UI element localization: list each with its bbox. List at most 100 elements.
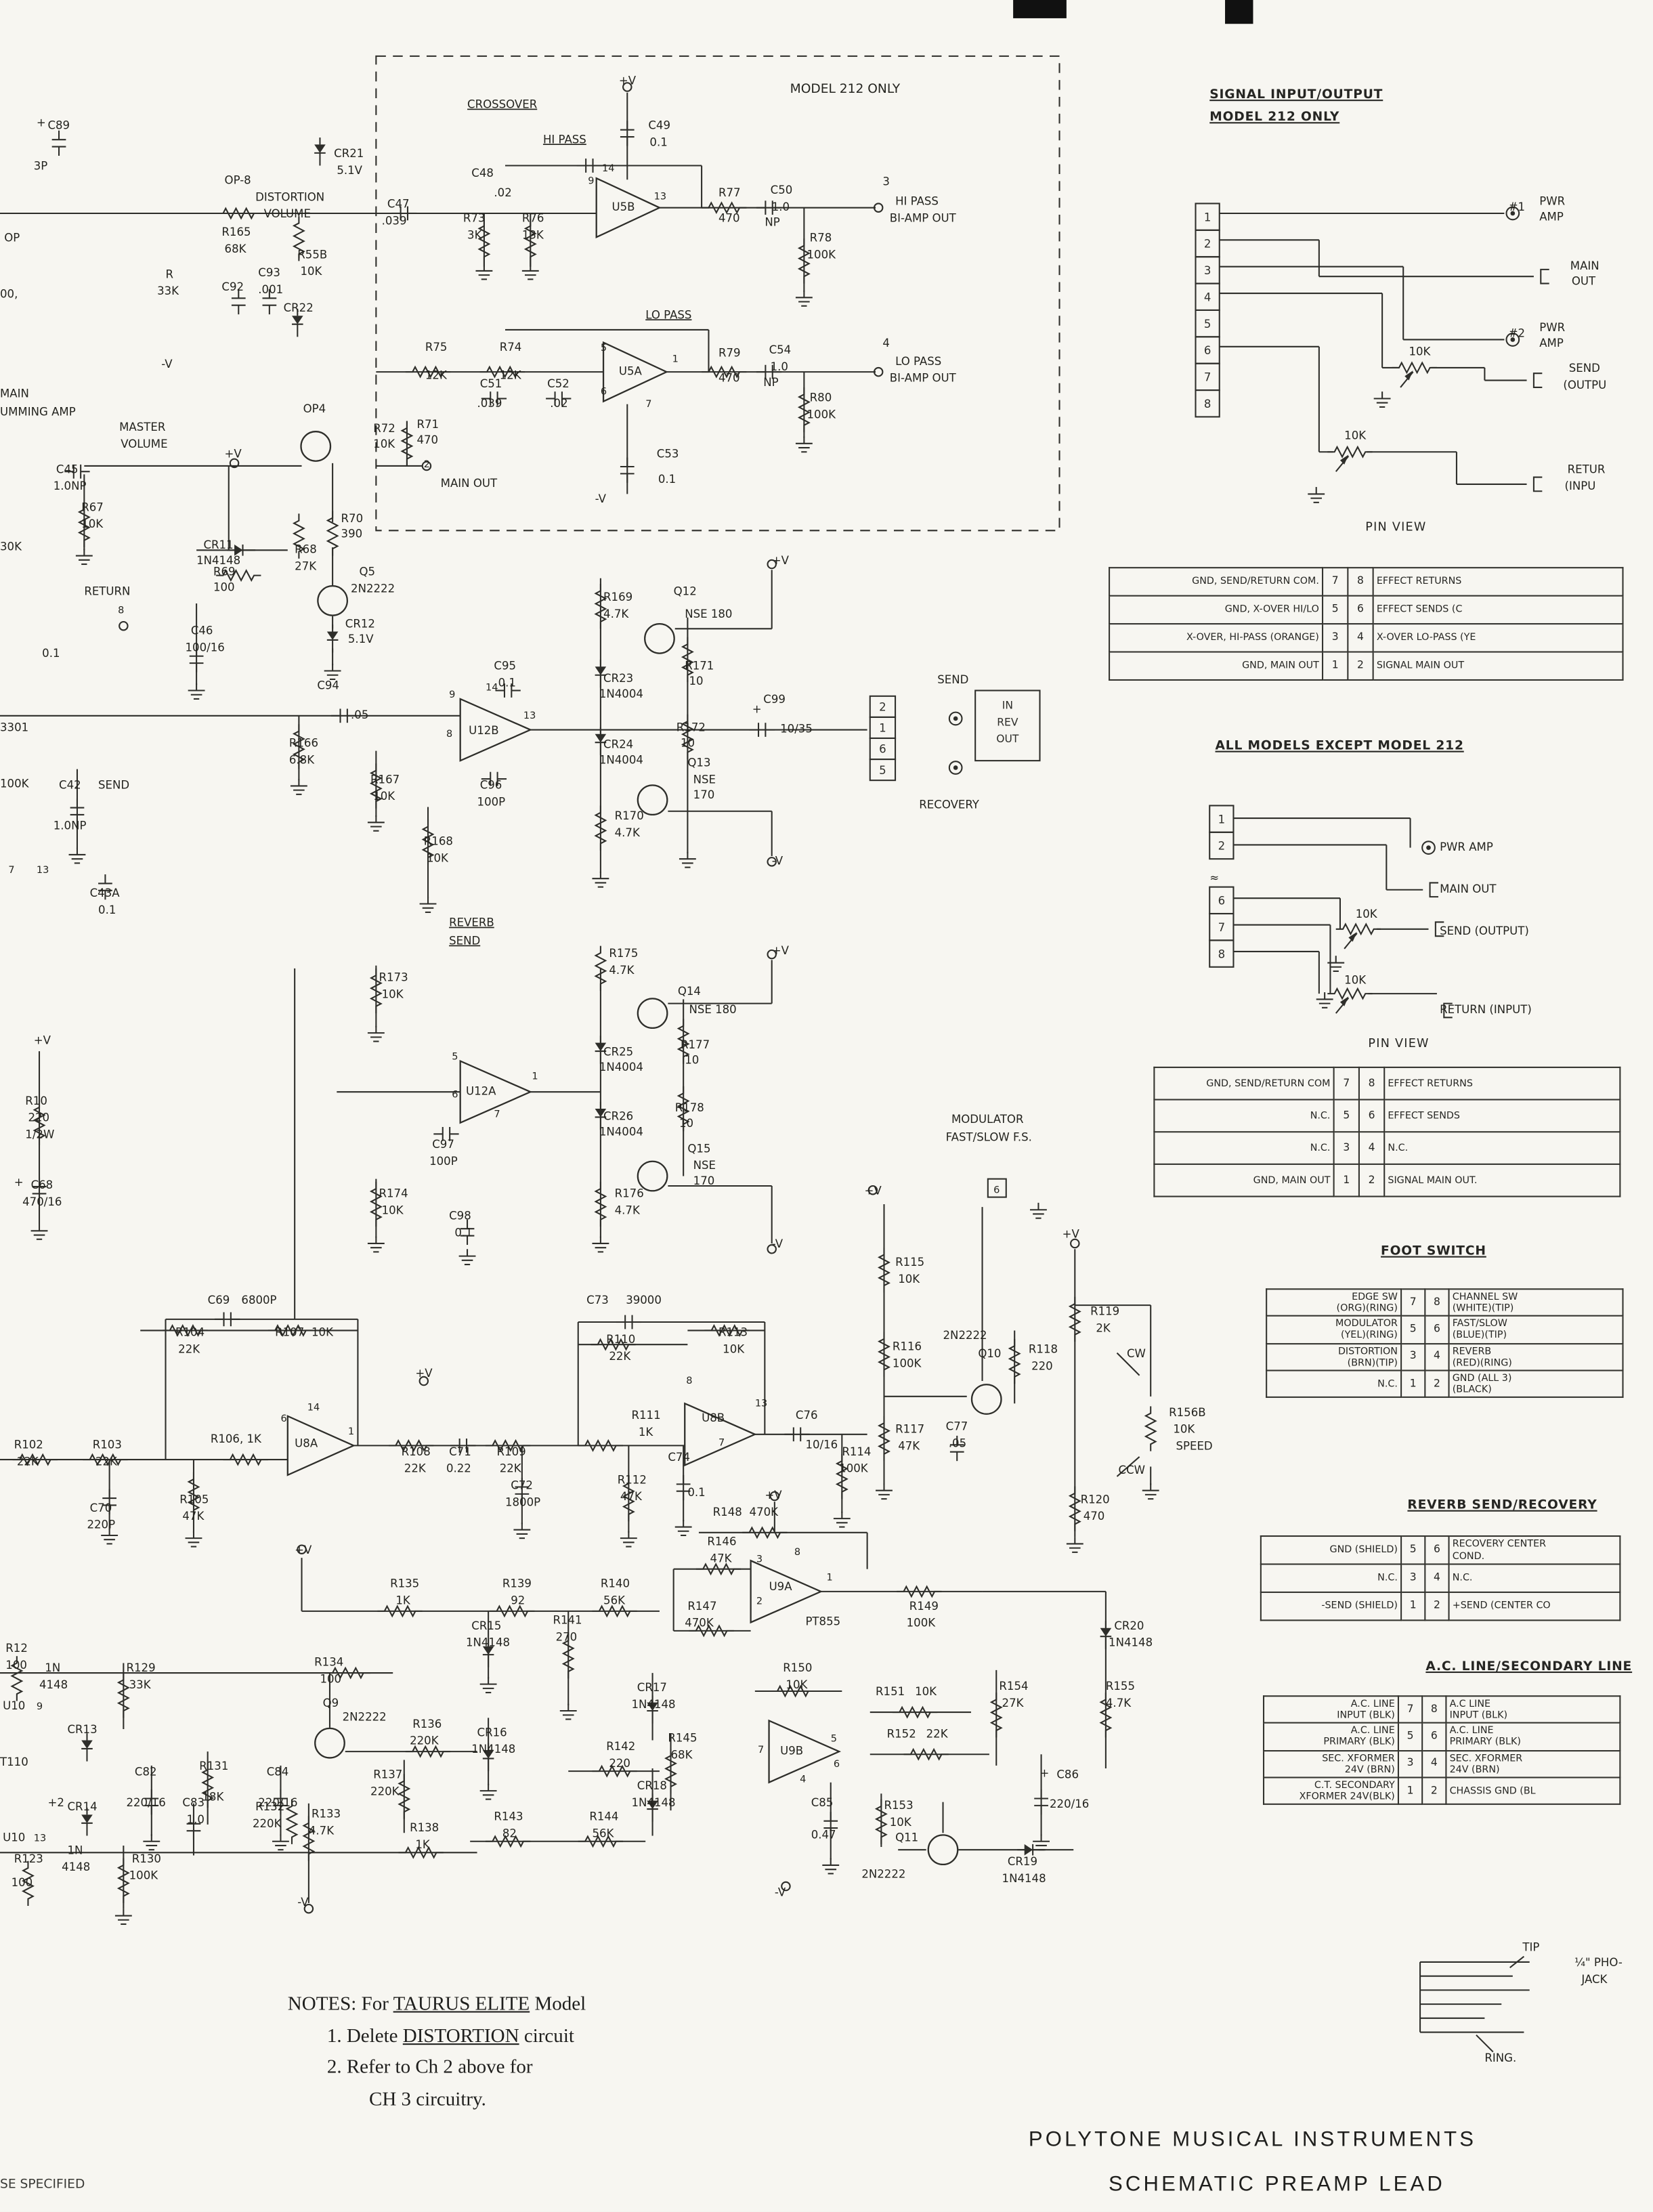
schematic-label: 100K bbox=[907, 1617, 937, 1630]
schematic-label: 68K bbox=[671, 1748, 693, 1761]
resistor-symbol bbox=[369, 968, 383, 1014]
schematic-label: OP-8 bbox=[225, 173, 251, 186]
schematic-label: C97 bbox=[432, 1138, 454, 1151]
schematic-label: R149 bbox=[909, 1600, 939, 1613]
schematic-label: R167 bbox=[370, 773, 400, 786]
resistor-symbol bbox=[989, 1693, 1003, 1738]
schematic-label: 4.7K bbox=[609, 964, 635, 977]
signal-io-subtitle: MODEL 212 ONLY bbox=[1209, 110, 1340, 125]
schematic-label: R147 bbox=[687, 1600, 716, 1613]
schematic-label: AMP bbox=[1539, 337, 1564, 349]
signal-label-cell: CHANNEL SW (WHITE)(TIP) bbox=[1448, 1288, 1624, 1317]
schematic-label: C53 bbox=[657, 448, 679, 461]
schematic-label: R120 bbox=[1081, 1493, 1110, 1506]
schematic-label: R130 bbox=[132, 1852, 161, 1865]
signal-label-cell: C.T. SECONDARY XFORMER 24V(BLK) bbox=[1262, 1777, 1399, 1806]
schematic-label: CR25 bbox=[603, 1045, 633, 1058]
schematic-label: .05 bbox=[949, 1437, 966, 1449]
schematic-label: 3P bbox=[34, 160, 48, 173]
schematic-label: 1N4004 bbox=[599, 687, 643, 700]
schematic-label: C89 bbox=[47, 119, 70, 132]
schematic-label: 2 bbox=[424, 459, 430, 470]
resistor-symbol bbox=[1099, 1693, 1113, 1738]
resistor-symbol bbox=[485, 1835, 531, 1848]
schematic-label: R146 bbox=[707, 1535, 736, 1548]
resistor-symbol bbox=[187, 1472, 200, 1518]
schematic-label: PWR AMP bbox=[1440, 841, 1493, 853]
schematic-label: R67 bbox=[81, 501, 104, 513]
schematic-label: VOLUME bbox=[121, 438, 167, 450]
resistor-symbol bbox=[591, 1338, 636, 1351]
schematic-label: 14 bbox=[486, 683, 498, 694]
connector-pin-number: 6 bbox=[1204, 344, 1211, 357]
connector-pin-number: 1 bbox=[1204, 211, 1211, 224]
schematic-label: MODULATOR bbox=[951, 1113, 1024, 1126]
resistor-symbol bbox=[677, 1086, 690, 1132]
schematic-label: #1 bbox=[1509, 200, 1525, 213]
schematic-label: 13 bbox=[755, 1398, 767, 1409]
schematic-label: + bbox=[1040, 1766, 1050, 1779]
schematic-label: 1 bbox=[827, 1572, 833, 1583]
schematic-label: R170 bbox=[615, 809, 644, 822]
schematic-label: 68K bbox=[225, 242, 247, 255]
signal-label-cell: A.C LINE INPUT (BLK) bbox=[1445, 1695, 1621, 1724]
pot-wiper-arrowhead bbox=[1404, 370, 1413, 381]
pin-number-cell: 5 bbox=[1397, 1722, 1423, 1751]
schematic-label: R114 bbox=[842, 1445, 871, 1458]
resistor-symbol bbox=[702, 201, 747, 215]
schematic-label: 4.7K bbox=[615, 1204, 641, 1216]
wire bbox=[1509, 1955, 1525, 1969]
terminal-circle bbox=[767, 949, 777, 960]
schematic-label: Q13 bbox=[687, 756, 710, 769]
schematic-label: FAST/SLOW F.S. bbox=[946, 1131, 1032, 1144]
schematic-label: 390 bbox=[341, 528, 363, 540]
signal-label-cell: REVERB (RED)(RING) bbox=[1448, 1342, 1624, 1371]
schematic-label: R69 bbox=[213, 566, 236, 578]
diode-symbol bbox=[482, 1646, 494, 1655]
resistor-symbol bbox=[561, 1634, 575, 1679]
schematic-label: R135 bbox=[390, 1577, 419, 1590]
phone-plug-symbol bbox=[1510, 211, 1516, 216]
schematic-label: HI PASS bbox=[543, 133, 586, 146]
schematic-label: 10K bbox=[382, 1204, 404, 1216]
schematic-label: MAIN bbox=[0, 387, 29, 400]
pin-view-label-a: PIN VIEW bbox=[1365, 520, 1427, 535]
signal-label-cell: EFFECT RETURNS bbox=[1383, 1066, 1621, 1101]
terminal-circle bbox=[229, 458, 240, 469]
schematic-label: C51 bbox=[480, 377, 502, 390]
company-title: POLYTONE MUSICAL INSTRUMENTS bbox=[1028, 2127, 1477, 2152]
schematic-label: SEND bbox=[1569, 362, 1600, 375]
notes-line: 1. Delete DISTORTION circuit bbox=[326, 2026, 574, 2047]
schematic-label: BI-AMP OUT bbox=[890, 372, 957, 385]
resistor-symbol bbox=[797, 387, 811, 433]
schematic-label: 4 bbox=[800, 1774, 806, 1785]
schematic-label: 10K bbox=[1344, 974, 1367, 987]
opamp-symbol bbox=[768, 1719, 842, 1784]
schematic-label: 10K bbox=[382, 987, 404, 1000]
schematic-label: 6 bbox=[601, 386, 607, 397]
schematic-label: R173 bbox=[379, 971, 408, 983]
opamp-symbol bbox=[459, 698, 533, 762]
schematic-label: -V bbox=[772, 1237, 783, 1250]
schematic-label: +V bbox=[295, 1544, 312, 1556]
resistor-symbol bbox=[797, 238, 811, 284]
phone-plug-symbol bbox=[1421, 841, 1436, 855]
reverb-tank-label: REV bbox=[997, 716, 1018, 728]
connector-pin-number: 3 bbox=[1204, 264, 1211, 277]
phone-plug-symbol bbox=[1426, 845, 1431, 850]
schematic-label: U8A bbox=[295, 1437, 318, 1449]
schematic-label: 470K bbox=[685, 1617, 714, 1630]
signal-label-cell: EFFECT RETURNS bbox=[1372, 567, 1624, 597]
schematic-label: 6 bbox=[834, 1759, 840, 1770]
schematic-label: R110 bbox=[606, 1333, 635, 1346]
signal-label-cell: N.C. bbox=[1383, 1131, 1621, 1165]
pin-number-cell: 5 bbox=[1333, 1099, 1360, 1133]
schematic-label: UMMING AMP bbox=[0, 405, 76, 418]
